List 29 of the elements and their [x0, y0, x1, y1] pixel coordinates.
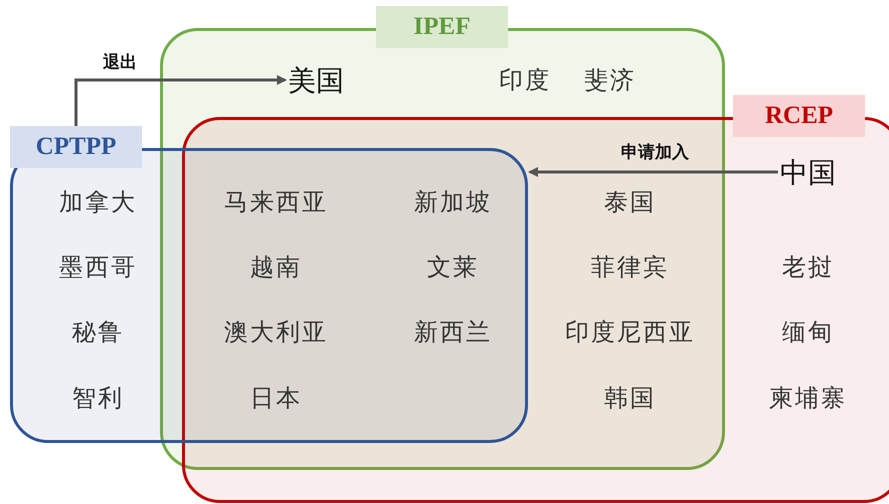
country-name: 美国 [288, 62, 344, 100]
country-name: 斐济 [584, 66, 636, 96]
country-name: 加拿大 [59, 189, 137, 218]
country-name: 文莱 [427, 254, 479, 283]
country-name: 新加坡 [414, 188, 492, 218]
country-name: 新西兰 [414, 318, 492, 348]
country-name: 马来西亚 [224, 189, 328, 218]
country-name: 印度 [499, 66, 551, 96]
country-name: 泰国 [604, 189, 656, 218]
edge-label: 申请加入 [621, 142, 689, 164]
country-name: 秘鲁 [72, 319, 124, 348]
arrow [74, 75, 287, 126]
region-title: CPTPP [10, 126, 142, 168]
arrow [528, 167, 778, 177]
region-title: RCEP [733, 95, 865, 137]
region-title: IPEF [376, 6, 508, 48]
country-name: 菲律宾 [591, 254, 669, 283]
country-name: 韩国 [604, 385, 656, 414]
country-name: 越南 [250, 254, 302, 283]
country-name: 中国 [780, 154, 836, 192]
country-name: 老挝 [782, 254, 834, 283]
country-name: 墨西哥 [59, 254, 137, 283]
country-name: 印度尼西亚 [565, 318, 695, 348]
country-name: 缅甸 [782, 319, 834, 348]
country-name: 澳大利亚 [224, 319, 328, 348]
country-name: 柬埔寨 [769, 384, 847, 414]
country-name: 智利 [72, 385, 124, 414]
country-name: 日本 [250, 385, 302, 414]
edge-label: 退出 [103, 52, 137, 74]
